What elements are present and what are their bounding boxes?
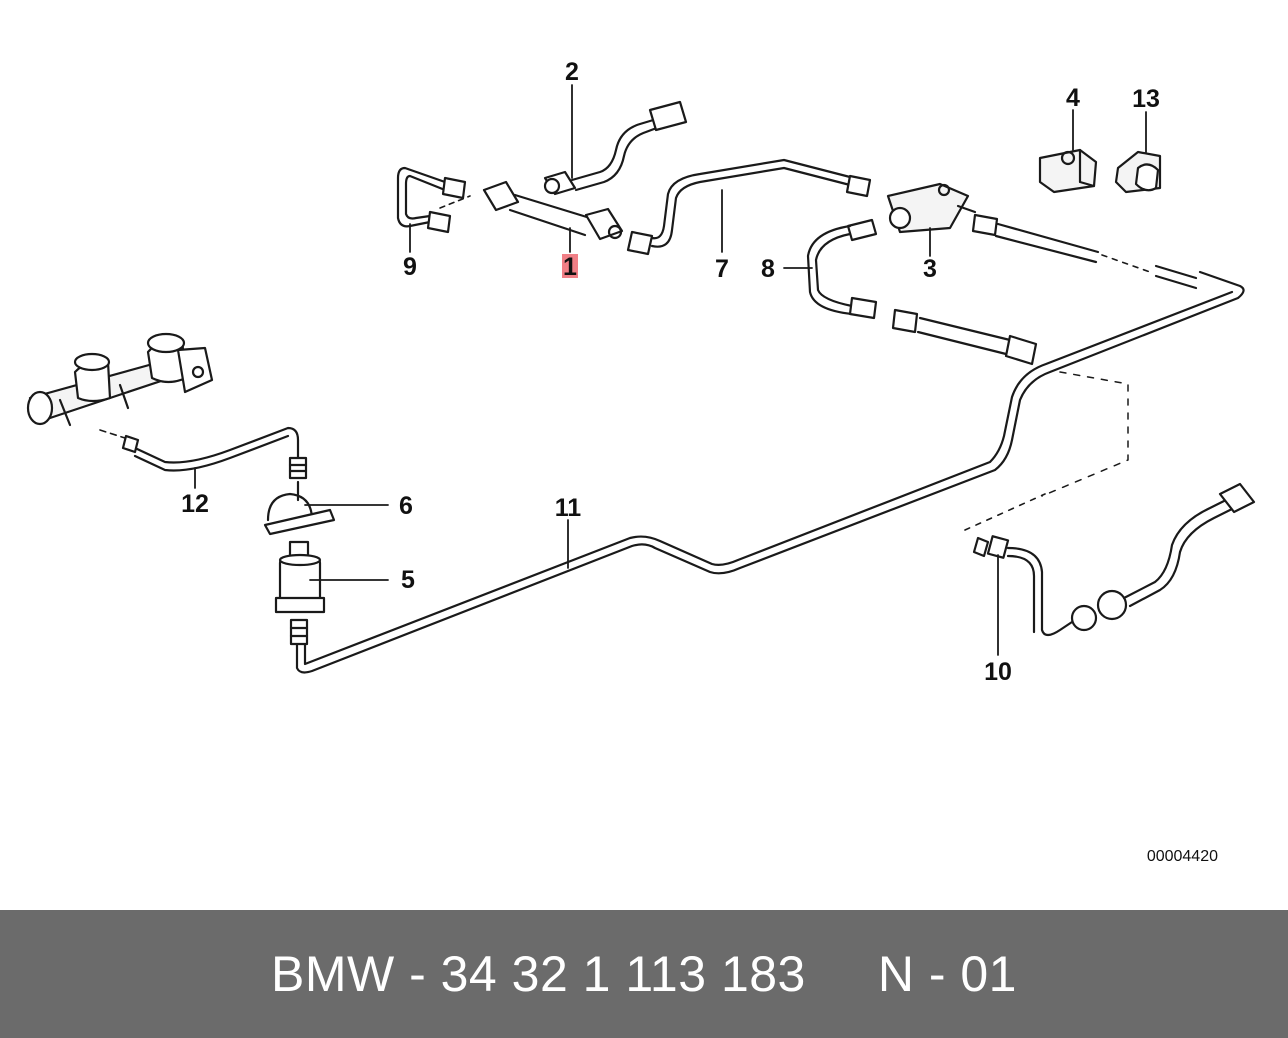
brake-pipe-12 bbox=[121, 426, 308, 480]
callout-13: 13 bbox=[1132, 85, 1160, 113]
callout-6: 6 bbox=[399, 492, 413, 520]
pressure-regulator-5 bbox=[274, 540, 326, 646]
callout-7: 7 bbox=[715, 255, 729, 283]
brake-pipe-9 bbox=[396, 166, 471, 234]
callout-11: 11 bbox=[555, 494, 582, 522]
part-number-text: BMW - 34 32 1 113 183 N - 01 bbox=[271, 946, 1017, 1002]
master-cylinder bbox=[26, 332, 214, 427]
pipe-clip-6 bbox=[263, 480, 336, 536]
distribution-block-3 bbox=[886, 182, 977, 234]
callout-2: 2 bbox=[565, 58, 579, 86]
right-brake-hose bbox=[891, 213, 1198, 497]
brake-line-diagram: 1 2 3 4 5 6 7 8 9 10 11 12 13 00004420 bbox=[26, 58, 1256, 865]
callout-12: 12 bbox=[181, 490, 209, 518]
brake-pipe-8 bbox=[806, 218, 878, 320]
brake-pipe-11 bbox=[295, 270, 1245, 674]
callout-10: 10 bbox=[984, 658, 1012, 686]
parts-diagram: 1 2 3 4 5 6 7 8 9 10 11 12 13 00004420 bbox=[26, 58, 1256, 865]
callout-9: 9 bbox=[403, 253, 417, 281]
callout-4: 4 bbox=[1066, 84, 1080, 112]
callout-1: 1 bbox=[563, 253, 577, 281]
clip-part-13 bbox=[1114, 150, 1162, 194]
callout-1-highlight bbox=[562, 254, 578, 278]
callout-3: 3 bbox=[923, 255, 937, 283]
brake-pipe-7 bbox=[626, 158, 872, 256]
callout-8: 8 bbox=[761, 255, 775, 283]
callout-5: 5 bbox=[401, 566, 415, 594]
reference-code: 00004420 bbox=[1147, 848, 1218, 865]
clip-part-4 bbox=[1038, 148, 1098, 194]
brake-hose-1 bbox=[482, 180, 624, 241]
rear-brake-hose-10 bbox=[964, 482, 1256, 637]
brake-hose-2 bbox=[543, 100, 688, 196]
part-number-footer: BMW - 34 32 1 113 183 N - 01 bbox=[0, 910, 1288, 1038]
leader-lines bbox=[194, 84, 1147, 656]
